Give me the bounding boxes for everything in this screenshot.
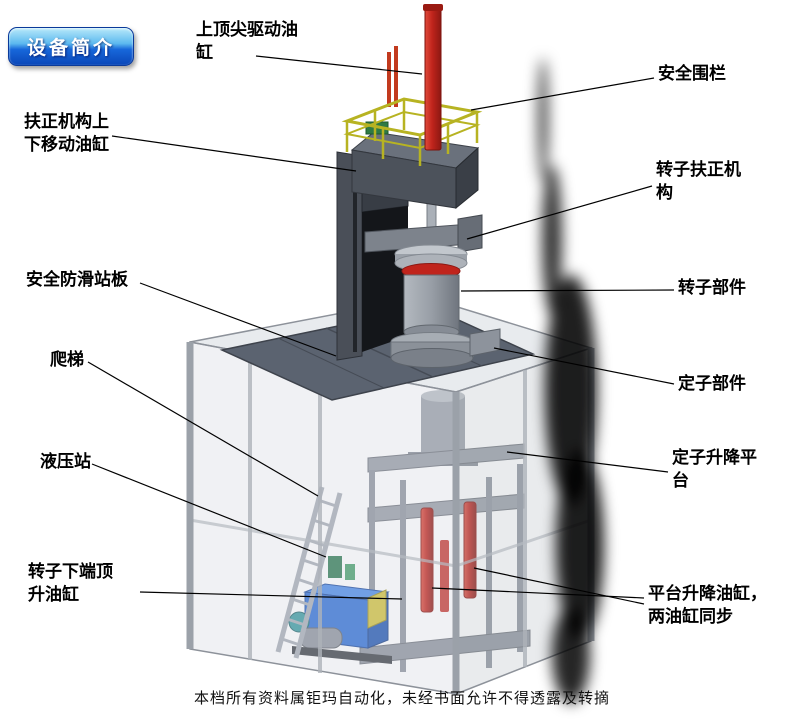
label-antislip-plate: 安全防滑站板 <box>26 270 128 289</box>
label-rotor-component: 转子部件 <box>678 278 746 297</box>
stator-lift-platform-frame <box>359 390 531 672</box>
title-badge: 设备简介 <box>8 27 134 66</box>
label-ladder: 爬梯 <box>50 350 84 369</box>
label-stator-component: 定子部件 <box>678 374 746 393</box>
safety-fence-group <box>341 97 483 166</box>
top-center-cylinder-group <box>423 4 443 151</box>
footer-copyright: 本档所有资料属钜玛自动化，未经书面允许不得透露及转摘 <box>193 691 610 707</box>
rotor-group <box>390 244 501 368</box>
enclosure-walls <box>186 341 595 696</box>
label-hydraulic-station: 液压站 <box>40 452 91 471</box>
leader-lines <box>87 55 675 605</box>
label-safety-fence: 安全围栏 <box>658 64 726 83</box>
guide-rods <box>387 46 398 107</box>
label-top-center-cylinder: 上顶尖驱动油 缸 <box>196 20 298 63</box>
label-platform-lift-cylinders: 平台升降油缸， 两油缸同步 <box>648 584 767 627</box>
label-rotor-bottom-jack-cylinder: 转子下端顶 升油缸 <box>28 562 113 605</box>
label-rotor-centering-mechanism: 转子扶正机 构 <box>656 160 741 203</box>
label-stator-lift-platform: 定子升降平 台 <box>672 448 757 491</box>
label-centering-move-cylinder: 扶正机构上 下移动油缸 <box>24 112 109 155</box>
